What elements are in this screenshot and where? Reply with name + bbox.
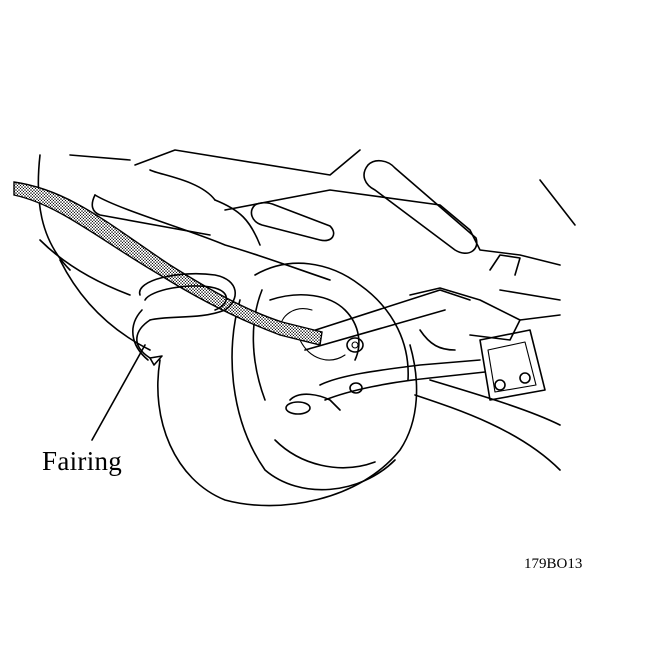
floor-slot bbox=[250, 159, 478, 254]
suspension-arm bbox=[299, 287, 521, 401]
tire bbox=[157, 262, 418, 507]
fairing bbox=[132, 272, 236, 366]
wheel-hub bbox=[269, 294, 364, 415]
figure-code: 179BO13 bbox=[524, 556, 583, 572]
mount-bracket bbox=[479, 314, 561, 401]
callout-leader bbox=[91, 344, 146, 441]
underbody-panel bbox=[37, 149, 576, 471]
callout-label: Fairing bbox=[42, 446, 123, 476]
hose bbox=[13, 181, 323, 346]
